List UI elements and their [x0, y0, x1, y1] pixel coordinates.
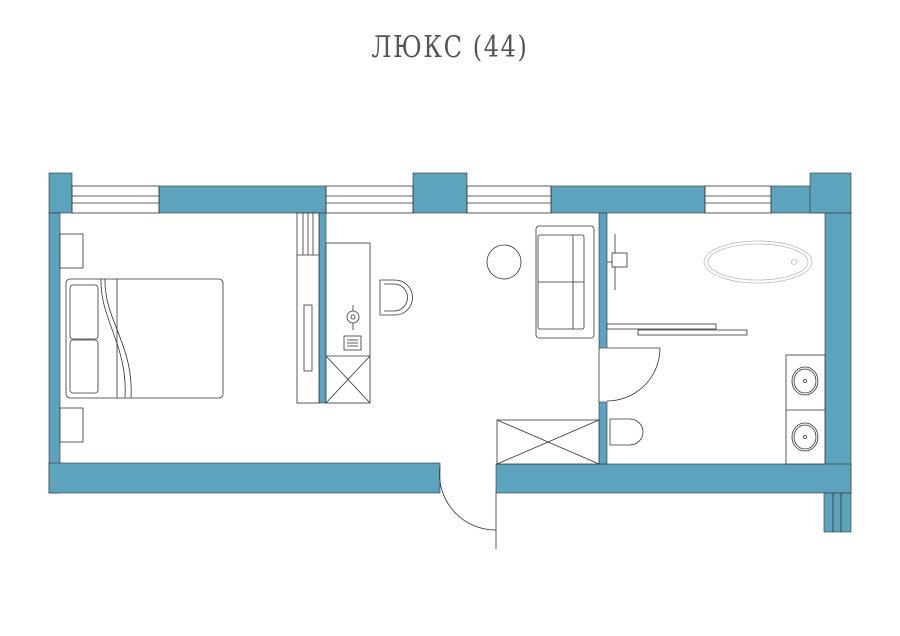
wall-stub — [823, 492, 852, 533]
entrance-door — [439, 466, 497, 549]
walls — [48, 172, 852, 533]
shower-screen — [606, 323, 748, 336]
wall-top-2 — [550, 185, 706, 214]
sink-bottom — [791, 422, 819, 452]
sink-top — [791, 366, 819, 396]
plan-title: ЛЮКС (44) — [371, 30, 529, 65]
living-furniture — [439, 225, 600, 549]
bathtub — [703, 240, 813, 284]
wall-top-1 — [158, 185, 327, 214]
wall-left — [48, 212, 61, 494]
pier-top-right — [809, 172, 852, 214]
partition-bath-upper — [598, 212, 608, 349]
towel-rail — [607, 234, 628, 290]
wall-bottom-left — [48, 462, 441, 494]
pier-top-left — [48, 172, 73, 214]
desk — [325, 242, 371, 404]
entry-wardrobe — [496, 419, 600, 465]
bed — [65, 278, 224, 399]
bathroom-fixtures — [598, 234, 826, 465]
windows — [71, 185, 772, 214]
nightstand-top — [59, 233, 84, 269]
wall-right — [824, 212, 852, 494]
wardrobe — [296, 212, 320, 404]
sofa — [535, 225, 595, 339]
nightstand-bottom — [59, 407, 84, 443]
partition-bedroom — [318, 212, 327, 404]
pier-top-middle — [412, 172, 468, 214]
phone-icon — [343, 335, 362, 351]
bathroom-door — [598, 347, 661, 402]
sink-counter — [785, 354, 826, 465]
wall-bottom-right — [495, 463, 852, 494]
toilet — [609, 418, 644, 446]
bedroom-furniture — [59, 212, 413, 443]
partition-bath-lower — [598, 401, 608, 465]
chair — [379, 279, 413, 316]
round-table — [486, 244, 522, 280]
